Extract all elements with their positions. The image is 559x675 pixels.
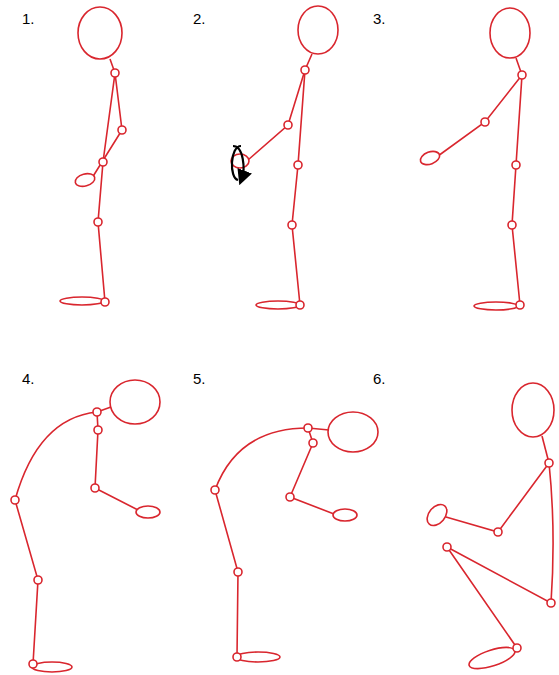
arm: [92, 73, 122, 178]
joint: [512, 161, 520, 169]
joint: [94, 426, 102, 434]
foot: [60, 297, 104, 305]
arm: [438, 75, 522, 156]
joint: [91, 484, 99, 492]
head: [78, 7, 122, 59]
joint: [233, 653, 241, 661]
step-number: 6.: [373, 370, 386, 387]
hand: [423, 501, 451, 530]
arm: [446, 463, 549, 532]
joint: [94, 218, 102, 226]
figure-bending: [11, 380, 160, 672]
joint: [101, 298, 109, 306]
joint: [211, 486, 219, 494]
joint: [284, 121, 292, 129]
joint: [516, 301, 524, 309]
joint: [288, 221, 296, 229]
body: [512, 58, 522, 305]
joint: [508, 221, 516, 229]
joint: [234, 568, 242, 576]
step-number: 2.: [193, 10, 206, 27]
joint: [99, 158, 107, 166]
arm: [290, 428, 334, 514]
joint: [304, 424, 312, 432]
joint: [296, 301, 304, 309]
hand: [333, 509, 357, 521]
joint: [29, 660, 37, 668]
joint: [443, 543, 451, 551]
joint: [481, 118, 489, 126]
joint: [545, 459, 553, 467]
body: [447, 463, 553, 648]
step-number: 4.: [22, 370, 35, 387]
joint: [34, 576, 42, 584]
joint: [294, 161, 302, 169]
figure-arm-forward: [419, 8, 530, 310]
step-number: 3.: [373, 10, 386, 27]
head: [490, 8, 530, 58]
foot: [32, 662, 72, 672]
body: [292, 54, 312, 305]
joint: [286, 493, 294, 501]
joint: [93, 408, 101, 416]
joint: [547, 599, 555, 607]
head: [298, 6, 338, 54]
rotation-arrow: [233, 146, 243, 178]
body: [98, 59, 115, 302]
foot: [467, 643, 518, 673]
step-number: 5.: [193, 370, 206, 387]
joint: [111, 69, 119, 77]
arm: [95, 412, 138, 510]
hand: [136, 506, 160, 518]
foot: [236, 652, 280, 662]
figure-squatting: [423, 383, 555, 673]
figure-standing: [60, 7, 126, 306]
joint: [309, 439, 317, 447]
body: [15, 412, 97, 664]
joint: [118, 126, 126, 134]
foot: [256, 301, 300, 309]
foot: [474, 302, 518, 310]
joint: [518, 71, 526, 79]
head: [110, 380, 160, 424]
head: [512, 383, 554, 437]
joint: [301, 66, 309, 74]
joint: [513, 644, 521, 652]
joint: [11, 496, 19, 504]
step-number: 1.: [22, 10, 35, 27]
body: [215, 428, 308, 657]
head: [328, 412, 378, 452]
figure-arm-rotating: [231, 6, 338, 309]
hand: [419, 149, 442, 167]
hand: [74, 172, 96, 189]
arm: [248, 70, 305, 160]
joint: [494, 528, 502, 536]
figure-bending-lower: [211, 412, 378, 662]
